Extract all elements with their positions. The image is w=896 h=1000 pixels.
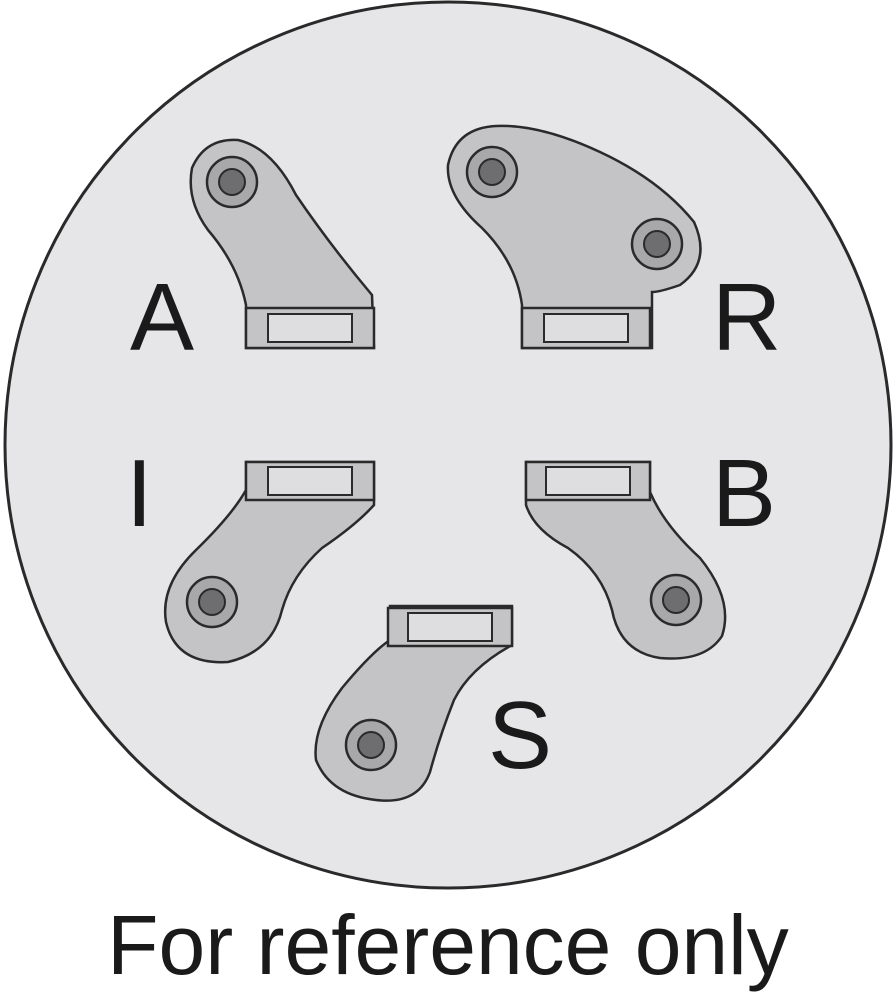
- terminal-label-a: A: [130, 264, 194, 371]
- terminal-i: [163, 460, 376, 664]
- terminal-s-slot-opening: [407, 612, 493, 642]
- terminal-label-b: B: [712, 440, 776, 547]
- terminal-b-rivet-center: [662, 586, 690, 614]
- terminal-b-slot-opening: [545, 466, 631, 496]
- terminal-a: [189, 138, 376, 350]
- terminal-a-slot-opening: [267, 313, 353, 343]
- reference-caption: For reference only: [107, 898, 789, 992]
- terminal-i-slot-opening: [267, 466, 353, 496]
- terminal-i-rivet-center: [198, 588, 226, 616]
- terminal-r-rivet-top-center: [478, 158, 506, 186]
- terminal-s: [314, 604, 514, 802]
- terminal-r-rivet-right-center: [643, 230, 671, 258]
- terminal-r-slot-opening: [543, 313, 629, 343]
- terminal-label-i: I: [126, 440, 153, 547]
- terminal-r: [446, 124, 702, 350]
- terminal-label-s: S: [488, 682, 552, 789]
- terminal-label-r: R: [712, 264, 781, 371]
- terminal-a-rivet-center: [218, 168, 246, 196]
- terminal-s-rivet-center: [357, 731, 385, 759]
- terminal-b: [524, 460, 727, 660]
